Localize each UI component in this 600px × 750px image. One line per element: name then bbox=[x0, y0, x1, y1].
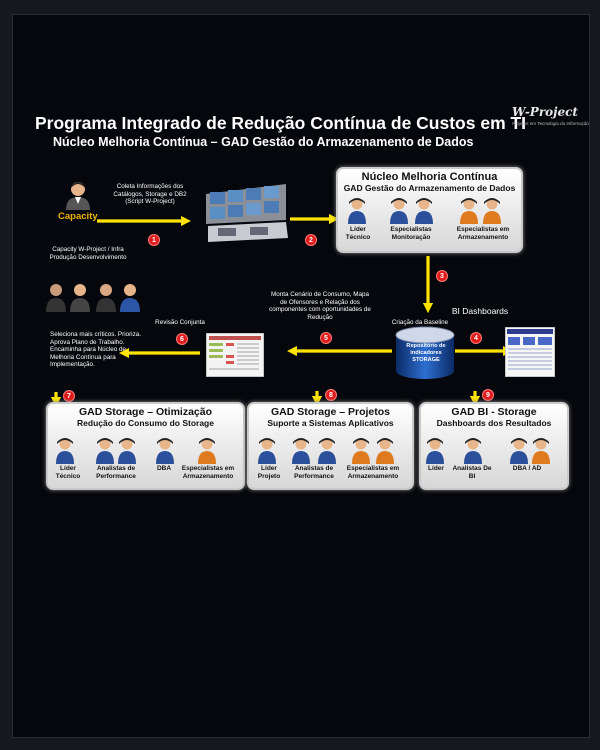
step-badge-5: 5 bbox=[320, 332, 332, 344]
person-icon bbox=[258, 438, 276, 464]
monitoring-console-icon bbox=[206, 184, 288, 242]
person-icon bbox=[156, 438, 174, 464]
projetos-people-icons bbox=[258, 438, 394, 464]
projetos-subtitle: Suporte a Sistemas Aplicativos bbox=[267, 418, 394, 428]
capacity-label: Capacity bbox=[58, 211, 98, 222]
report-thumbnail-icon bbox=[206, 333, 264, 377]
nucleo-title: Núcleo Melhoria Contínua bbox=[361, 171, 498, 183]
w-project-logo: W-Project Projetos em Tecnologia da Info… bbox=[512, 105, 589, 139]
step-badge-3: 3 bbox=[436, 270, 448, 282]
note-team: Capacity W-Project / Infra Produção Dese… bbox=[49, 246, 127, 261]
otimizacao-people-icons bbox=[56, 438, 216, 464]
note-bi-dashboards: BI Dashboards bbox=[451, 306, 509, 316]
projetos-role-1: Líder Projeto bbox=[257, 465, 281, 480]
bi-people-icons bbox=[426, 438, 550, 464]
logo-tagline: Projetos em Tecnologia da Informação bbox=[512, 121, 589, 126]
person-icon bbox=[292, 438, 310, 464]
bi-dashboard-icon bbox=[505, 327, 555, 377]
nucleo-people-icons bbox=[348, 198, 501, 224]
person-icon bbox=[532, 438, 550, 464]
bi-subtitle: Dashboards dos Resultados bbox=[436, 418, 552, 428]
person-icon bbox=[483, 198, 501, 224]
slide-board bbox=[12, 14, 590, 738]
nucleo-melhoria-box: Núcleo Melhoria Contínua GAD Gestão do A… bbox=[336, 167, 523, 253]
repository-label: Repositório de indicadores STORAGE bbox=[406, 343, 446, 363]
person-icon bbox=[376, 438, 394, 464]
step-badge-7: 7 bbox=[63, 390, 75, 402]
page-subtitle: Núcleo Melhoria Contínua – GAD Gestão do… bbox=[53, 135, 474, 149]
otimizacao-title: GAD Storage – Otimização bbox=[78, 406, 213, 418]
otimizacao-role-4: Especialistas em Armazenamento bbox=[181, 465, 235, 480]
person-icon bbox=[390, 198, 408, 224]
person-icon bbox=[348, 198, 366, 224]
step-badge-8: 8 bbox=[325, 389, 337, 401]
otimizacao-role-1: Líder Técnico bbox=[55, 465, 81, 480]
person-icon bbox=[96, 438, 114, 464]
gad-otimizacao-box: GAD Storage – Otimização Redução do Cons… bbox=[46, 402, 245, 490]
nucleo-role-2: Especialistas Monitoração bbox=[390, 226, 432, 241]
nucleo-role-3: Especialistas em Armazenamento bbox=[456, 226, 510, 241]
projetos-role-2: Analistas de Performance bbox=[294, 465, 334, 480]
person-icon bbox=[510, 438, 528, 464]
otimizacao-role-3: DBA bbox=[156, 465, 172, 472]
person-icon bbox=[318, 438, 336, 464]
otimizacao-role-2: Analistas de Performance bbox=[96, 465, 136, 480]
step-badge-4: 4 bbox=[470, 332, 482, 344]
note-scenario: Monta Cenário de Consumo, Mapa de Ofenso… bbox=[269, 291, 371, 321]
page-title: Programa Integrado de Redução Contínua d… bbox=[35, 113, 527, 133]
projetos-role-3: Especialistas em Armazenamento bbox=[346, 465, 400, 480]
step-badge-6: 6 bbox=[176, 333, 188, 345]
person-icon bbox=[118, 438, 136, 464]
note-baseline: Criação da Baseline bbox=[391, 319, 449, 326]
bi-role-3: DBA / AD bbox=[512, 465, 542, 472]
person-icon bbox=[415, 198, 433, 224]
projetos-title: GAD Storage – Projetos bbox=[270, 406, 391, 418]
team-group-icon bbox=[46, 284, 140, 312]
bi-role-2: Analistas De BI bbox=[452, 465, 492, 480]
person-icon bbox=[464, 438, 482, 464]
nucleo-role-1: Líder Técnico bbox=[345, 226, 371, 241]
step-badge-1: 1 bbox=[148, 234, 160, 246]
otimizacao-subtitle: Redução do Consumo do Storage bbox=[77, 418, 214, 428]
note-select: Seleciona mais críticos. Prioriza. Aprov… bbox=[50, 331, 141, 369]
repository-database-icon bbox=[395, 326, 455, 379]
step-badge-2: 2 bbox=[305, 234, 317, 246]
person-icon bbox=[460, 198, 478, 224]
step-badge-9: 9 bbox=[482, 389, 494, 401]
person-icon bbox=[352, 438, 370, 464]
note-collect: Coleta Informações dos Catálogos, Storag… bbox=[113, 183, 187, 206]
note-review: Revisão Conjunta bbox=[155, 319, 205, 326]
capacity-person-icon bbox=[66, 182, 90, 210]
logo-text: W-Project bbox=[512, 105, 578, 119]
bi-role-1: Líder bbox=[428, 465, 444, 472]
bi-title: GAD BI - Storage bbox=[451, 406, 537, 418]
person-icon bbox=[198, 438, 216, 464]
person-icon bbox=[56, 438, 74, 464]
person-icon bbox=[426, 438, 444, 464]
nucleo-subtitle: GAD Gestão do Armazenamento de Dados bbox=[343, 183, 516, 193]
